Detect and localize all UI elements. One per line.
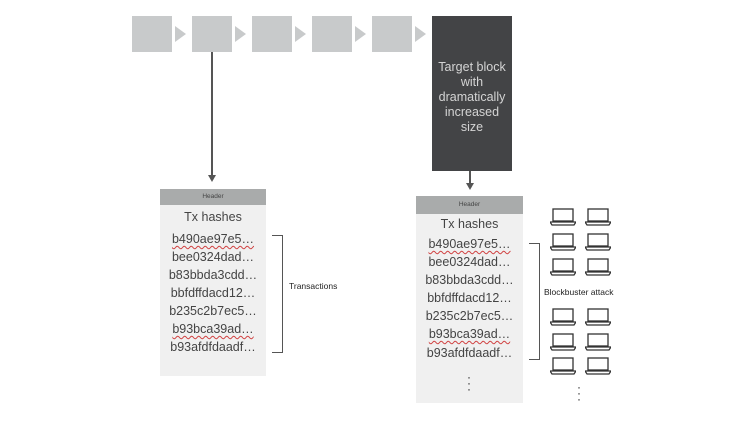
target-block-line: dramatically (438, 90, 506, 104)
right-block-title: Tx hashes (440, 217, 499, 231)
left-block-title: Tx hashes (184, 210, 242, 224)
tx-hash-text: b93afdfdaadf… (170, 340, 256, 354)
left-block-panel: Header Tx hashes b490ae97e5… bee0324dad…… (160, 189, 266, 376)
laptop-icon (550, 258, 576, 276)
laptop-icon (585, 357, 611, 375)
transactions-bracket (272, 235, 283, 353)
laptop-icon (585, 208, 611, 226)
chain-block-3 (252, 16, 292, 52)
tx-hash-row: b93afdfdaadf… (416, 346, 523, 360)
arrow-down-icon (466, 183, 474, 190)
laptop-icon (550, 308, 576, 326)
tx-hash-row: b93bca39ad… (160, 322, 266, 336)
tx-hash-text: b93bca39ad… (172, 322, 254, 336)
chain-arrow-icon (235, 26, 246, 42)
tx-hash-text: b490ae97e5… (171, 232, 255, 246)
target-block-line: increased (444, 105, 500, 119)
right-block-header: Header (416, 196, 523, 214)
laptop-icon (585, 308, 611, 326)
tx-hash-row: b83bbda3cdd… (416, 273, 523, 287)
right-block-panel: Header Tx hashes b490ae97e5… bee0324dad…… (416, 196, 523, 403)
tx-hash-text: bee0324dad… (428, 255, 511, 269)
laptop-icon (585, 258, 611, 276)
ellipsis-vertical-icon: ··· (467, 370, 471, 396)
tx-hash-text: b490ae97e5… (428, 237, 511, 251)
tx-hash-row: b490ae97e5… (416, 237, 523, 251)
tx-hash-text: b93bca39ad… (428, 327, 511, 341)
left-block-header: Header (160, 189, 266, 205)
tx-hash-text: b83bbda3cdd… (168, 268, 258, 282)
tx-hash-text: b235c2b7ec5… (169, 304, 257, 318)
tx-hash-text: bbfdffdacd12… (170, 286, 256, 300)
target-block-line: with (460, 75, 484, 89)
chain-arrow-icon (355, 26, 366, 42)
target-block-line: Target block (438, 60, 506, 74)
laptop-icon (550, 333, 576, 351)
tx-hash-text: b93afdfdaadf… (426, 346, 513, 360)
blockbuster-attack-label: Blockbuster attack (544, 287, 614, 297)
target-block-line: size (460, 120, 484, 134)
chain-arrow-icon (295, 26, 306, 42)
chain-block-2 (192, 16, 232, 52)
tx-hash-row: b235c2b7ec5… (416, 309, 523, 323)
tx-hash-text: bbfdffdacd12… (427, 291, 512, 305)
tx-hash-row: b490ae97e5… (160, 232, 266, 246)
tx-hash-row: bee0324dad… (160, 250, 266, 264)
chain-arrow-icon (415, 26, 426, 42)
laptop-icon (550, 357, 576, 375)
tx-hash-text: b235c2b7ec5… (425, 309, 514, 323)
tx-hash-row: bbfdffdacd12… (160, 286, 266, 300)
chain-arrow-icon (175, 26, 186, 42)
target-block: Target block with dramatically increased… (432, 16, 512, 171)
laptop-icon (550, 208, 576, 226)
tx-hash-row: b83bbda3cdd… (160, 268, 266, 282)
tx-hash-row: b93bca39ad… (416, 327, 523, 341)
connector-line-right (469, 171, 471, 183)
laptop-icon (585, 333, 611, 351)
connector-line-left (211, 52, 213, 176)
tx-hash-row: b235c2b7ec5… (160, 304, 266, 318)
laptop-icon (585, 233, 611, 251)
chain-block-4 (312, 16, 352, 52)
transactions-bracket-right (529, 243, 540, 360)
arrow-down-icon (208, 175, 216, 182)
tx-hash-row: b93afdfdaadf… (160, 340, 266, 354)
laptop-icon (550, 233, 576, 251)
tx-hash-text: bee0324dad… (171, 250, 255, 264)
tx-hash-row: bbfdffdacd12… (416, 291, 523, 305)
ellipsis-vertical-icon: ··· (577, 380, 581, 406)
tx-hash-row: bee0324dad… (416, 255, 523, 269)
tx-hash-text: b83bbda3cdd… (425, 273, 514, 287)
transactions-label: Transactions (289, 281, 338, 291)
chain-block-1 (132, 16, 172, 52)
chain-block-5 (372, 16, 412, 52)
